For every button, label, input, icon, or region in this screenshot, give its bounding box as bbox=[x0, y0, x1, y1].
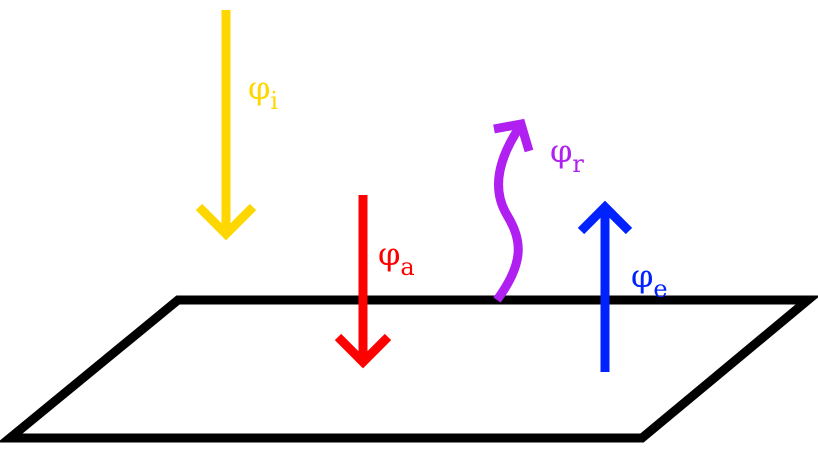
emitted-arrow bbox=[577, 200, 633, 372]
reflected-subscript: r bbox=[572, 150, 584, 178]
incident-subscript: i bbox=[270, 87, 279, 115]
absorbed-symbol: φ bbox=[378, 235, 401, 273]
incident-arrow bbox=[195, 10, 257, 241]
incident-symbol: φ bbox=[248, 69, 271, 107]
absorbed-arrow bbox=[334, 195, 392, 369]
surface-plane bbox=[0, 295, 818, 443]
emitted-symbol: φ bbox=[631, 257, 654, 295]
incident-flux-label: φi bbox=[248, 69, 278, 113]
reflected-arrow bbox=[493, 118, 534, 303]
emitted-subscript: e bbox=[653, 275, 668, 303]
reflected-flux-label: φr bbox=[550, 132, 584, 176]
absorbed-flux-label: φa bbox=[378, 235, 415, 279]
reflected-symbol: φ bbox=[550, 132, 573, 170]
emitted-flux-label: φe bbox=[631, 257, 668, 301]
absorbed-subscript: a bbox=[400, 253, 415, 281]
